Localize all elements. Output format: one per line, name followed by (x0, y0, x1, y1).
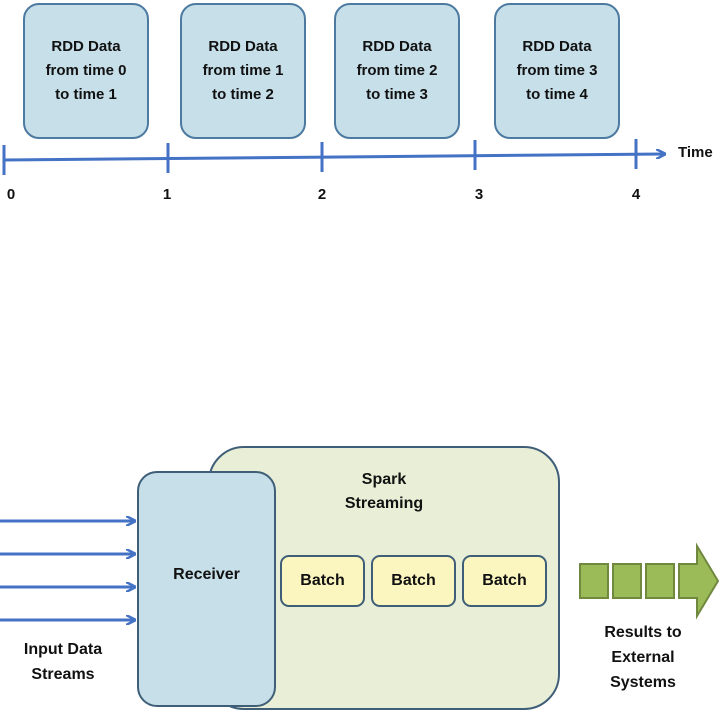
spark-title-line2: Streaming (344, 495, 424, 512)
rdd-box-1-line3: to time 2 (212, 86, 274, 103)
tick-label-4: 4 (631, 186, 641, 203)
receiver-label: Receiver (173, 566, 240, 583)
rdd-box-1: RDD Data from time 1 to time 2 (180, 3, 306, 139)
spark-title-line1: Spark (361, 471, 407, 488)
results-caption: Results to External Systems (585, 620, 701, 695)
time-axis-line (3, 154, 664, 162)
results-caption-line3: Systems (610, 674, 676, 691)
input-caption-line2: Streams (31, 666, 95, 683)
batch-box-1: Batch (280, 555, 365, 607)
rdd-box-1-line2: from time 1 (202, 62, 284, 79)
tick-label-0: 0 (6, 186, 16, 203)
rdd-box-3: RDD Data from time 3 to time 4 (494, 3, 620, 139)
batch-box-2: Batch (371, 555, 456, 607)
rdd-box-1-line1: RDD Data (208, 38, 278, 55)
rdd-box-0-line2: from time 0 (45, 62, 127, 79)
rdd-box-2: RDD Data from time 2 to time 3 (334, 3, 460, 139)
spark-streaming-title: Spark Streaming (210, 468, 558, 516)
rdd-box-2-line1: RDD Data (362, 38, 432, 55)
input-streams-caption: Input Data Streams (8, 637, 118, 687)
tick-label-2: 2 (317, 186, 327, 203)
rdd-box-2-line2: from time 2 (356, 62, 438, 79)
batch-label-3: Batch (482, 572, 527, 589)
rdd-box-3-line1: RDD Data (522, 38, 592, 55)
output-block-2 (612, 563, 642, 599)
batch-label-1: Batch (300, 572, 345, 589)
output-block-1 (579, 563, 609, 599)
tick-label-3: 3 (474, 186, 484, 203)
rdd-box-0-line1: RDD Data (51, 38, 121, 55)
time-axis-label: Time (678, 144, 713, 161)
input-caption-line1: Input Data (23, 641, 103, 658)
rdd-box-2-line3: to time 3 (366, 86, 428, 103)
receiver-box: Receiver (137, 471, 276, 707)
rdd-box-0: RDD Data from time 0 to time 1 (23, 3, 149, 139)
results-caption-line2: External (611, 649, 675, 666)
batch-box-3: Batch (462, 555, 547, 607)
output-block-3 (645, 563, 675, 599)
rdd-box-3-line2: from time 3 (516, 62, 598, 79)
batch-label-2: Batch (391, 572, 436, 589)
rdd-box-3-line3: to time 4 (526, 86, 588, 103)
output-arrow-head (678, 542, 720, 620)
rdd-box-0-line3: to time 1 (55, 86, 117, 103)
results-caption-line1: Results to (604, 624, 682, 641)
tick-label-1: 1 (162, 186, 172, 203)
